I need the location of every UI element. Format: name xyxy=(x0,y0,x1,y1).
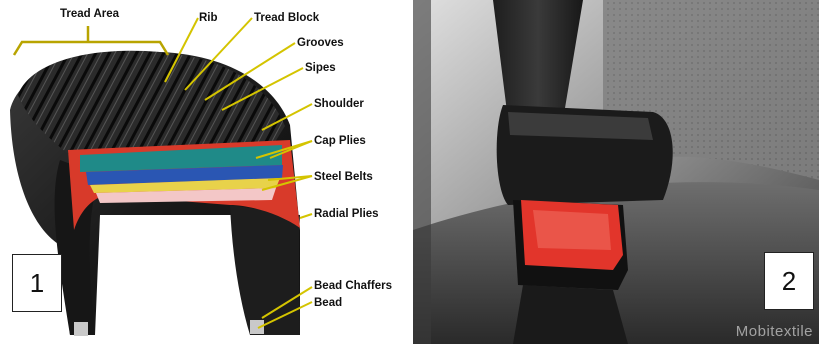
seatbelt-buckle-photo xyxy=(413,0,819,344)
tire-diagram-panel: Tread Area Rib Tread Block Grooves Sipes… xyxy=(0,0,410,344)
label-bead: Bead xyxy=(314,297,342,309)
label-tread-area: Tread Area xyxy=(60,8,120,20)
label-rib: Rib xyxy=(199,12,218,24)
label-tread-block: Tread Block xyxy=(254,12,320,24)
label-radial-plies: Radial Plies xyxy=(314,208,379,220)
label-shoulder: Shoulder xyxy=(314,98,364,110)
seatbelt-photo-panel: 2 Mobitextile xyxy=(413,0,819,344)
label-cap-plies: Cap Plies xyxy=(314,135,366,147)
figure-number-2: 2 xyxy=(764,252,814,310)
left-bead xyxy=(74,322,88,336)
label-steel-belts: Steel Belts xyxy=(314,171,373,183)
label-grooves: Grooves xyxy=(297,37,344,49)
figure-number-1: 1 xyxy=(12,254,62,312)
label-bead-chaffers: Bead Chaffers xyxy=(314,280,392,292)
tread-surface xyxy=(18,51,285,155)
label-sipes: Sipes xyxy=(305,62,336,74)
buckle-stalk xyxy=(513,285,628,344)
watermark: Mobitextile xyxy=(736,323,813,340)
